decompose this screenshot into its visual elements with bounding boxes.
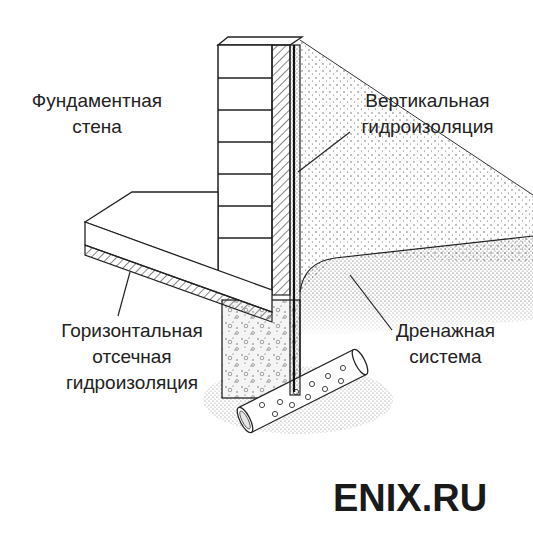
leader-line	[298, 132, 350, 172]
ground-surface	[300, 236, 533, 292]
foundation-wall	[218, 45, 272, 290]
part-label: Вертикальная гидроизоляция	[335, 88, 520, 140]
part-label: Фундаментная стена	[22, 88, 172, 140]
wall-section-hatch	[272, 45, 290, 295]
floor-slab-edge	[85, 222, 272, 312]
drain-pipe-end	[349, 347, 371, 376]
soil-edge	[300, 40, 533, 195]
waterproofing-membrane	[293, 45, 295, 392]
leader-line	[350, 275, 392, 330]
brick-joints	[218, 78, 272, 238]
leader-line	[118, 272, 130, 316]
watermark: ENIX.RU	[333, 476, 487, 520]
wall-top	[218, 37, 302, 45]
drain-pipe-bore	[238, 410, 252, 431]
vertical-waterproofing	[290, 45, 300, 395]
drain-holes	[259, 365, 345, 416]
part-label: Горизонтальная отсечная гидроизоляция	[32, 318, 232, 396]
drain-pipe-edge	[251, 375, 366, 433]
horizontal-waterproofing	[85, 245, 272, 322]
drain-pipe-end	[234, 405, 256, 434]
part-label: Дренажная система	[378, 318, 513, 370]
drain-pipe-body	[239, 350, 367, 433]
